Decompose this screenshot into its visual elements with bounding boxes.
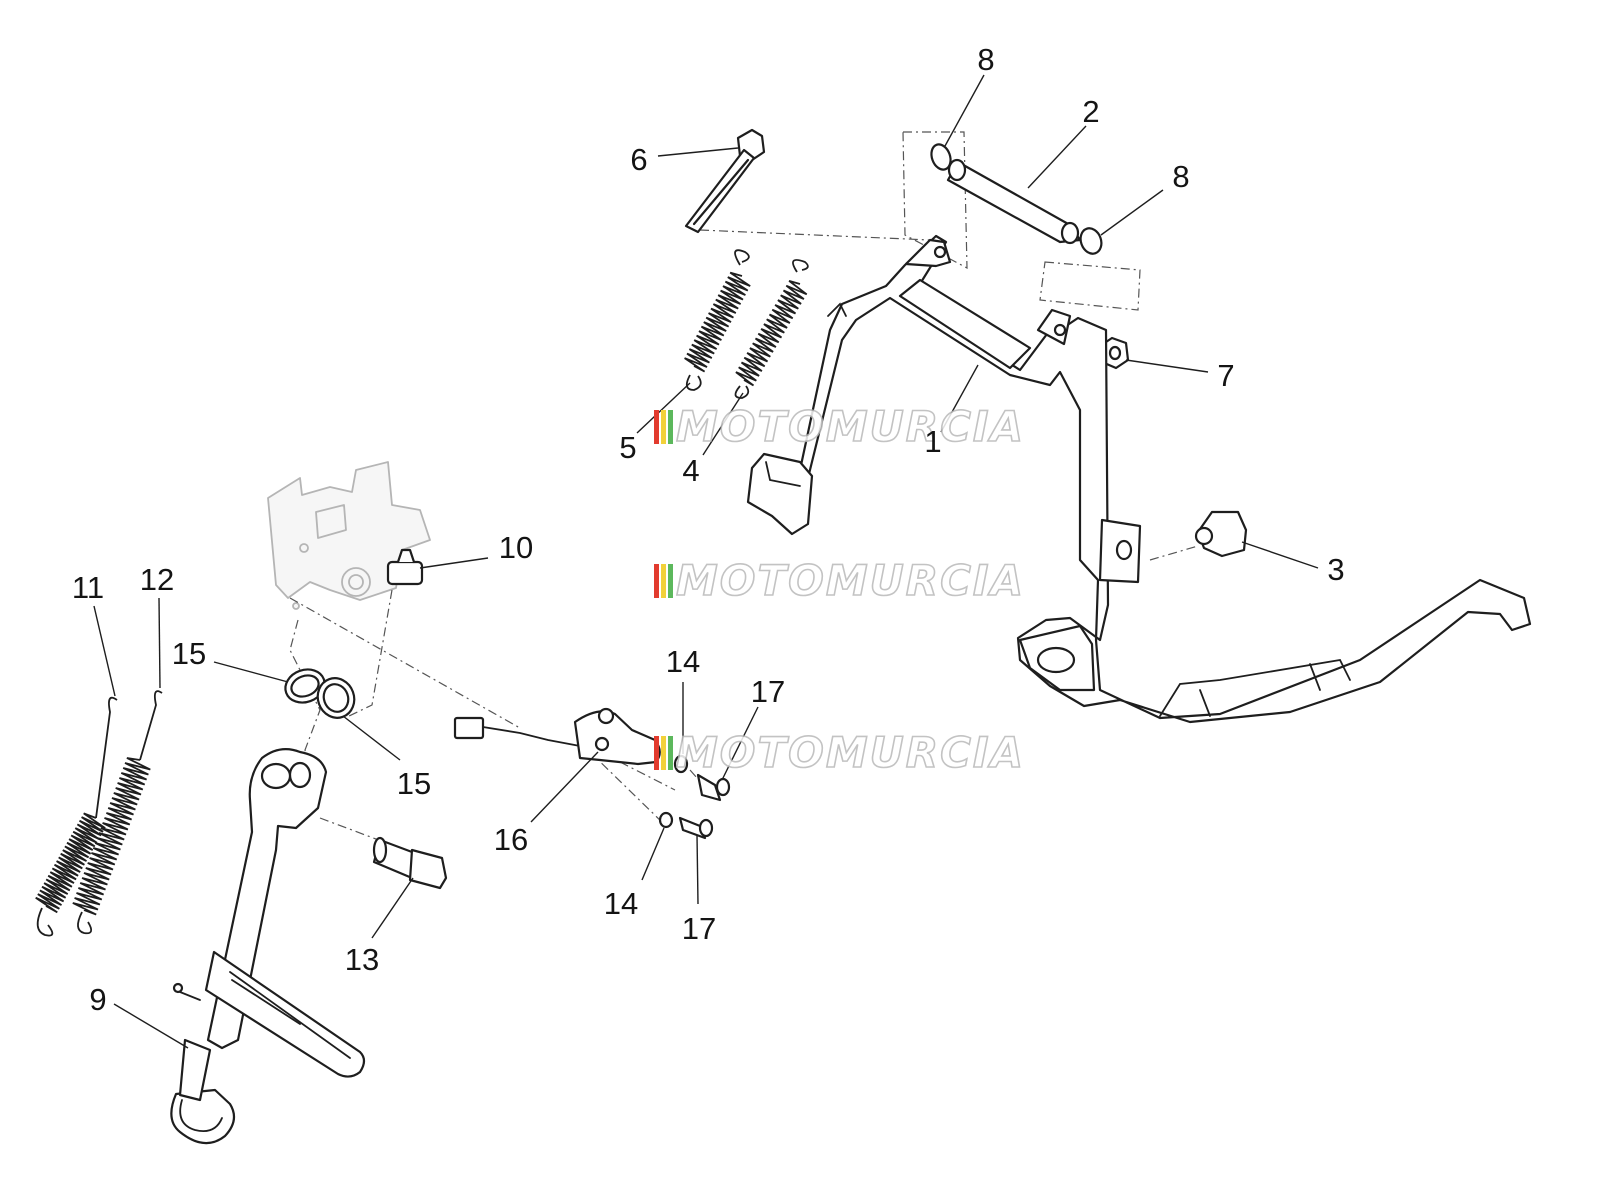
spring-11 xyxy=(35,696,118,937)
callout-8-top: 8 xyxy=(977,42,994,77)
pivot-pin-2 xyxy=(946,158,1082,245)
callout-1: 1 xyxy=(924,424,941,459)
spring-5 xyxy=(684,249,751,391)
callout-14-top: 14 xyxy=(666,644,700,679)
o-ring-15-a xyxy=(284,668,326,704)
screw-17-lower xyxy=(678,816,714,840)
callout-17-bottom: 17 xyxy=(682,911,716,946)
center-stand-1 xyxy=(746,234,1532,724)
watermark-text: MOTOMURCIA xyxy=(676,402,1025,451)
pivot-bolt-13 xyxy=(372,836,448,890)
callout-17-top: 17 xyxy=(751,674,785,709)
callout-10: 10 xyxy=(499,530,533,565)
watermark-3: MOTOMURCIA xyxy=(654,727,1025,778)
stand-switch-16 xyxy=(453,707,661,766)
screw-17-upper xyxy=(696,773,731,802)
o-ring-15-b xyxy=(316,677,356,719)
rubber-pad-3 xyxy=(1194,510,1248,558)
watermark-2: MOTOMURCIA xyxy=(654,555,1025,606)
spring-12 xyxy=(72,690,163,935)
callout-9: 9 xyxy=(89,982,106,1017)
washer-14-upper xyxy=(673,754,689,774)
callout-11: 11 xyxy=(72,570,104,605)
callout-6: 6 xyxy=(630,142,647,177)
watermark-text: MOTOMURCIA xyxy=(676,728,1025,777)
watermark-1: MOTOMURCIA xyxy=(654,401,1025,452)
callout-5: 5 xyxy=(619,430,636,465)
circlip-8-upper xyxy=(930,143,952,171)
callout-3: 3 xyxy=(1327,552,1344,587)
callout-8-right: 8 xyxy=(1172,159,1189,194)
washer-14-lower xyxy=(658,811,674,829)
callout-14-bottom: 14 xyxy=(604,886,638,921)
long-bolt-6 xyxy=(684,128,766,234)
callout-12: 12 xyxy=(140,562,174,597)
callout-15-bottom: 15 xyxy=(397,766,431,801)
watermark-text: MOTOMURCIA xyxy=(676,556,1025,605)
callout-2: 2 xyxy=(1082,94,1099,129)
spring-4 xyxy=(734,259,809,399)
circlip-8-lower xyxy=(1079,227,1103,255)
leader-lines xyxy=(93,74,1319,1049)
mounting-bracket-ghost xyxy=(267,461,431,610)
callout-7: 7 xyxy=(1217,358,1234,393)
side-stand-9 xyxy=(170,747,366,1145)
callout-4: 4 xyxy=(682,453,699,488)
callout-labels: 1 2 3 4 5 6 7 8 8 9 10 11 12 13 14 14 15… xyxy=(72,42,1345,1017)
rubber-stop-10 xyxy=(386,548,424,586)
callout-13: 13 xyxy=(345,942,379,977)
callout-16: 16 xyxy=(494,822,528,857)
callout-15-top: 15 xyxy=(172,636,206,671)
